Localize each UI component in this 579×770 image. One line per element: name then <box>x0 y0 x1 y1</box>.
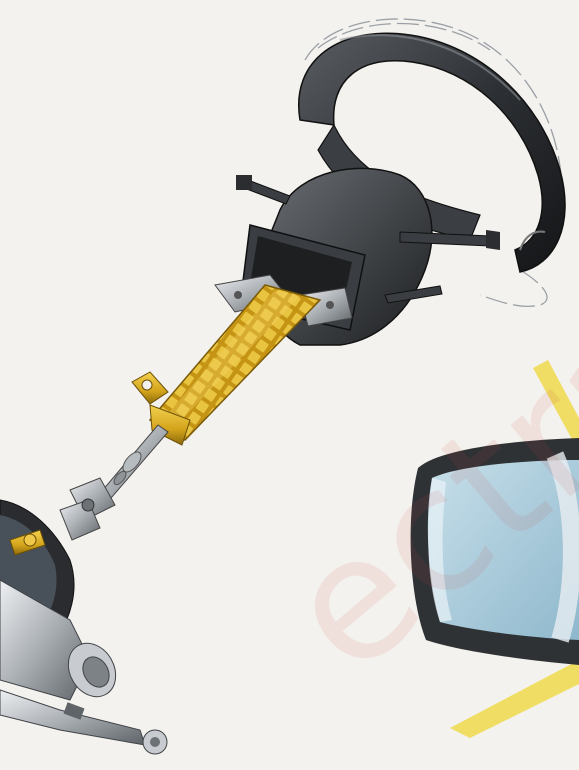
car-front-icon <box>411 438 579 665</box>
